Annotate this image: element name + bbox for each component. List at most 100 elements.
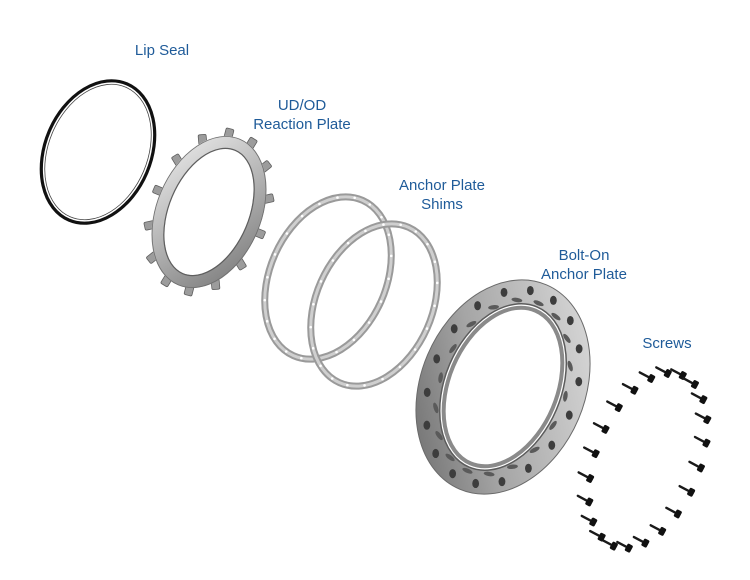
flange-slot (466, 320, 477, 328)
screw (582, 446, 600, 459)
screw (621, 382, 639, 395)
shim-hole (346, 383, 349, 387)
shim-hole (387, 233, 391, 237)
flange-bolt-hole (433, 354, 441, 364)
shim-hole (426, 242, 429, 246)
screw (678, 484, 696, 497)
bolt-on-anchor-plate (415, 279, 591, 495)
label-reaction-plate: UD/OD Reaction Plate (238, 96, 366, 134)
flange-bolt-hole (423, 420, 431, 430)
flange-bolt-hole (423, 387, 431, 397)
shim-hole (387, 277, 390, 281)
screw (688, 460, 705, 473)
shim-hole (319, 364, 322, 368)
screw (632, 535, 650, 548)
shim-hole (331, 259, 335, 262)
flange-bolt-hole (450, 324, 458, 334)
flange-bolt-hole (474, 301, 481, 311)
shim-hole (398, 365, 402, 369)
flange-slot (445, 453, 455, 462)
screw (690, 392, 708, 405)
shim-hole (379, 300, 383, 303)
screw (606, 400, 623, 413)
screw (601, 538, 618, 551)
flange-slot (433, 402, 439, 414)
shim-hole (263, 298, 267, 302)
flange-slot (511, 297, 523, 303)
flange-slot (449, 344, 457, 354)
shim-hole (318, 202, 321, 206)
shim-hole (380, 215, 383, 219)
shim-hole (414, 230, 418, 233)
shim-hole (312, 302, 315, 306)
flange-bolt-hole (549, 295, 557, 305)
shim-hole (425, 327, 429, 330)
label-anchor-plate-shims-line1: Anchor Plate (399, 177, 485, 194)
screw (576, 494, 594, 507)
label-lip-seal: Lip Seal (120, 41, 204, 60)
shim-hole (381, 377, 384, 381)
flange-bolt-hole (525, 463, 532, 473)
label-lip-seal-text: Lip Seal (134, 42, 190, 59)
label-reaction-plate-line1: UD/OD (277, 97, 327, 114)
screw (638, 371, 656, 383)
flange-bolt-hole (449, 469, 457, 479)
screw (592, 422, 610, 434)
label-reaction-plate-line2: Reaction Plate (253, 116, 351, 133)
shim-hole (353, 196, 356, 200)
screws (576, 366, 712, 553)
label-screws: Screws (626, 334, 708, 353)
label-bolt-on-anchor-plate-line2: Anchor Plate (541, 266, 627, 283)
flange-bolt-hole (548, 440, 556, 450)
label-anchor-plate-shims: Anchor Plate Shims (383, 176, 501, 214)
shim-hole (389, 254, 393, 258)
shim-hole (335, 350, 338, 354)
label-anchor-plate-shims-line2: Shims (421, 196, 463, 213)
shim-hole (266, 275, 269, 279)
screw (616, 540, 633, 553)
screw (655, 366, 672, 378)
shim-hole (382, 223, 385, 226)
shim-hole (413, 348, 417, 351)
shim-hole (273, 253, 277, 256)
flange-slot (533, 300, 544, 307)
shim-hole (364, 229, 367, 233)
flange-slot (483, 471, 495, 477)
flange-slot (567, 360, 573, 372)
flange-slot (549, 420, 557, 430)
shim-hole (368, 203, 372, 206)
shim-hole (265, 319, 269, 323)
anchor-plate-shims (261, 193, 441, 390)
shim-hole (346, 241, 350, 245)
shim-hole (330, 377, 334, 380)
shim-hole (300, 356, 303, 360)
screw (682, 377, 699, 389)
shim-hole (435, 281, 439, 285)
lip-seal (39, 79, 157, 225)
flange-bolt-hole (575, 344, 583, 354)
label-bolt-on-anchor-plate: Bolt-On Anchor Plate (525, 246, 643, 284)
shim-hole (352, 338, 356, 342)
flange-bolt-hole (498, 476, 506, 487)
flange-bolt-hole (526, 285, 534, 296)
shim-hole (336, 196, 339, 199)
shim-hole (309, 325, 313, 329)
flange-bolt-hole (472, 478, 480, 489)
label-screws-text: Screws (642, 335, 692, 352)
shim-hole (284, 350, 288, 353)
anchor-plate-shim-1 (261, 193, 395, 363)
flange-bolt-hole (565, 410, 573, 420)
shim-hole (363, 384, 366, 387)
ud-od-reaction-plate (143, 127, 275, 297)
screw (588, 529, 606, 542)
flange-bolt-hole (432, 448, 440, 459)
anchor-plate-shim-2 (307, 220, 441, 390)
flange-bolt-hole (566, 315, 574, 326)
shim-hole (285, 232, 289, 235)
shim-hole (433, 304, 436, 308)
shim-hole (433, 260, 437, 264)
shim-hole (273, 337, 276, 341)
flange-slot (462, 467, 473, 474)
shim-hole (399, 223, 402, 227)
